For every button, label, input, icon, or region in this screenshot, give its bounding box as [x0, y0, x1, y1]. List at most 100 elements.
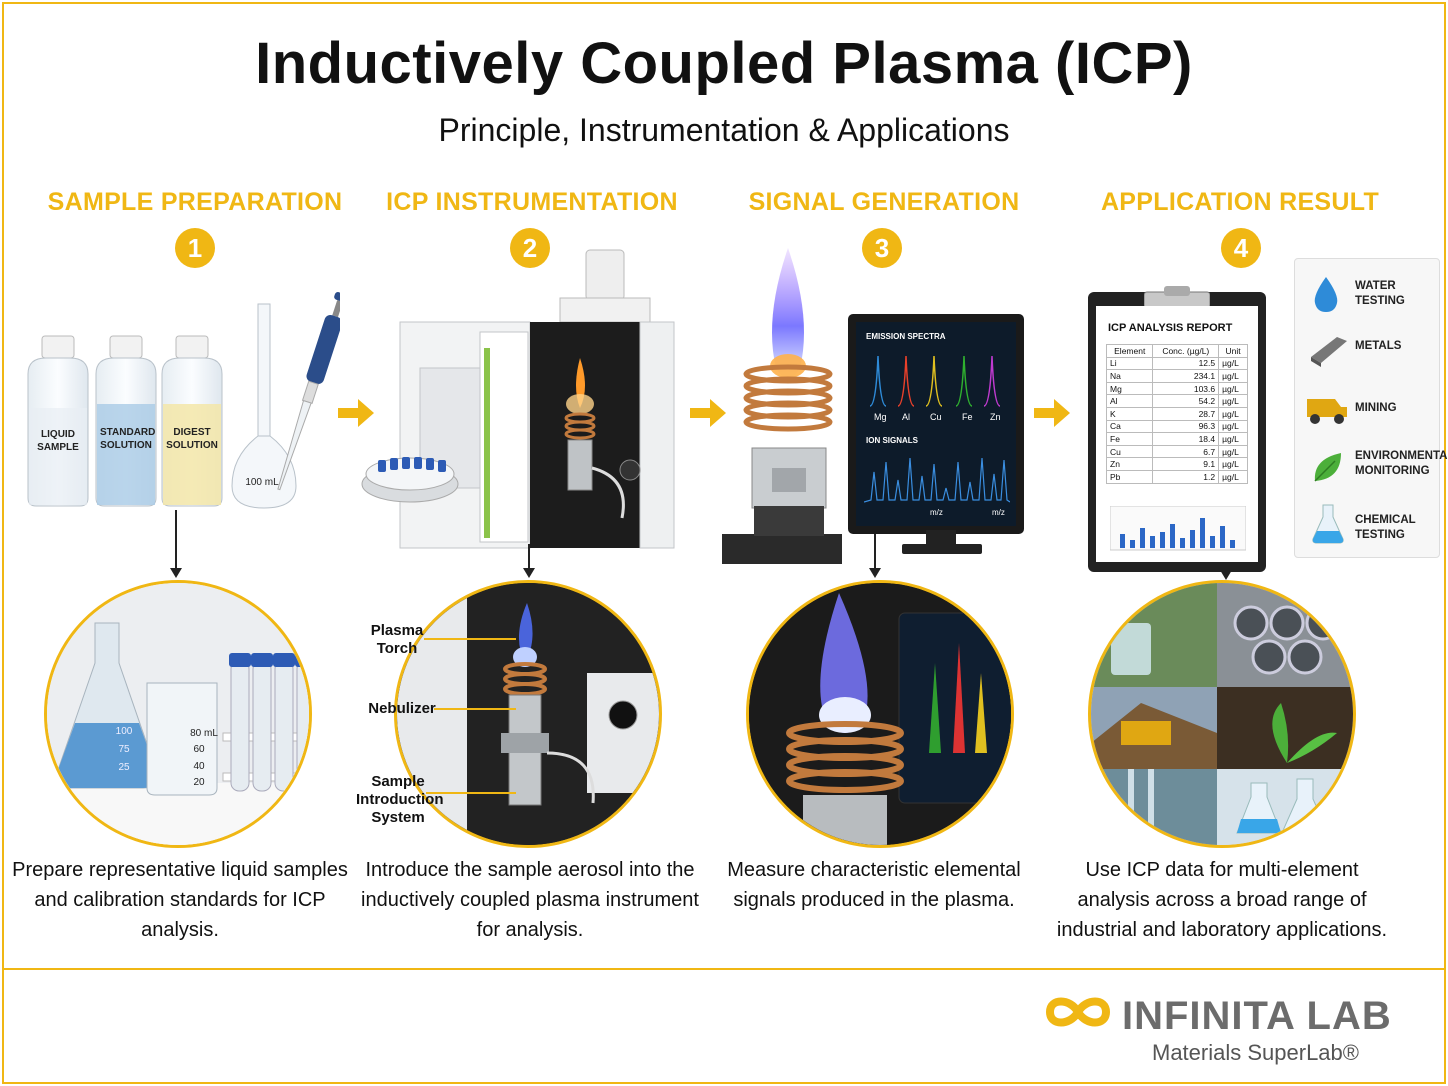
- emission-peak: [897, 355, 915, 407]
- callout-line: [434, 708, 516, 710]
- callout-sample-introduction-system: Sample Introduction System: [356, 773, 444, 826]
- application-label: ENVIRONMENTAL MONITORING: [1355, 450, 1448, 477]
- flow-arrow-icon: [1034, 399, 1070, 427]
- infinity-logo-icon: [1045, 997, 1111, 1027]
- cell: 18.4: [1152, 432, 1220, 446]
- ion-signals-plot: [864, 457, 1010, 503]
- leaf-icon: [1314, 453, 1341, 482]
- element-label: Cu: [930, 412, 942, 422]
- cell: 54.2: [1152, 394, 1220, 408]
- cell: µg/L: [1218, 394, 1248, 408]
- plasma-torch-illustration: [722, 248, 842, 564]
- cell: K: [1105, 406, 1154, 421]
- mining-truck-icon: [1307, 399, 1347, 424]
- flask-volume-label: 100 mL: [245, 477, 279, 488]
- application-environmental-monitoring: ENVIRONMENTAL MONITORING: [1303, 443, 1448, 489]
- page-title: Inductively Coupled Plasma (ICP): [255, 31, 1193, 96]
- monitor-screen: EMISSION SPECTRA Mg Al Cu Fe Zn ION SIGN…: [856, 322, 1016, 526]
- step-2-title: ICP INSTRUMENTATION: [386, 188, 678, 216]
- step-4-title: APPLICATION RESULT: [1100, 188, 1380, 216]
- water-drop-icon: [1314, 277, 1338, 312]
- bottle-label-standard-solution: STANDARD SOLUTION: [100, 427, 156, 451]
- bottle-label-liquid-sample: LIQUID SAMPLE: [37, 429, 79, 453]
- emission-spectra-label: EMISSION SPECTRA: [866, 332, 946, 341]
- callout-nebulizer: Nebulizer: [368, 700, 436, 717]
- cell: µg/L: [1218, 381, 1248, 396]
- flow-arrow-icon: [338, 399, 374, 427]
- step-1-number: 1: [175, 228, 215, 268]
- ion-signals-label: ION SIGNALS: [866, 436, 919, 445]
- arrow-down-icon: [170, 568, 182, 578]
- step-2-number: 2: [510, 228, 550, 268]
- connector-line: [175, 510, 177, 574]
- plasma-signal-circle: [746, 580, 1014, 848]
- cell: 1.2: [1152, 469, 1220, 484]
- application-label: WATER TESTING: [1355, 280, 1405, 307]
- footer-divider: [2, 968, 1446, 970]
- step-3-title: SIGNAL GENERATION: [748, 188, 1020, 216]
- element-label: Al: [902, 412, 911, 422]
- cell: Al: [1105, 394, 1154, 408]
- signal-monitor: EMISSION SPECTRA Mg Al Cu Fe Zn ION SIGN…: [848, 314, 1024, 534]
- application-label: METALS: [1355, 340, 1402, 352]
- application-label: MINING: [1355, 402, 1397, 414]
- cell: 234.1: [1152, 369, 1220, 383]
- step-2-caption: Introduce the sample aerosol into the in…: [361, 859, 699, 941]
- arrow-down-icon: [523, 568, 535, 578]
- cell: Zn: [1105, 457, 1154, 471]
- report-paper: ICP ANALYSIS REPORT Element Conc. (µg/L)…: [1096, 306, 1258, 562]
- brand-tagline: Materials SuperLab®: [1152, 1040, 1359, 1065]
- cell: Pb: [1105, 469, 1154, 484]
- arrow-down-icon: [1220, 570, 1232, 580]
- step-3-caption: Measure characteristic elemental signals…: [727, 859, 1021, 911]
- cell: Cu: [1105, 444, 1154, 459]
- brand-name: INFINITA LAB: [1122, 994, 1392, 1038]
- erlenmeyer-mark: 100: [115, 726, 133, 737]
- application-metals: METALS: [1303, 327, 1437, 373]
- flow-arrow-icon: [690, 399, 726, 427]
- cell: µg/L: [1218, 356, 1248, 371]
- steel-beam-icon: [1311, 337, 1347, 367]
- cell: µg/L: [1218, 419, 1248, 434]
- emission-peak: [869, 355, 887, 407]
- sample-bottles-illustration: [27, 292, 340, 509]
- cell: Fe: [1105, 432, 1154, 446]
- applications-collage-circle: [1088, 580, 1356, 848]
- element-label: Zn: [990, 412, 1001, 422]
- emission-peak: [925, 355, 943, 407]
- application-water-testing: WATER TESTING: [1303, 271, 1437, 317]
- erlenmeyer-mark: 25: [118, 762, 130, 773]
- emission-peak: [955, 355, 973, 407]
- cell: 9.1: [1152, 457, 1220, 471]
- beaker-mark: 80 mL: [190, 728, 218, 739]
- application-chemical-testing: CHEMICAL TESTING: [1303, 501, 1437, 547]
- report-bar-chart: [1110, 506, 1246, 551]
- axis-label: m/z: [992, 508, 1005, 517]
- cell: 103.6: [1152, 381, 1220, 396]
- beaker-mark: 60: [193, 744, 205, 755]
- application-label: CHEMICAL TESTING: [1355, 514, 1416, 541]
- callout-line: [424, 638, 516, 640]
- axis-label: m/z: [930, 508, 943, 517]
- callout-line: [426, 792, 516, 794]
- cell: Mg: [1105, 381, 1154, 396]
- element-label: Fe: [962, 412, 973, 422]
- step-4-caption: Use ICP data for multi-element analysis …: [1056, 859, 1388, 941]
- connector-line: [528, 544, 530, 574]
- emission-spectra-plot: [869, 355, 1001, 407]
- applications-panel: WATER TESTING METALS MINING ENVIRONMENTA…: [1294, 258, 1448, 558]
- element-label: Mg: [874, 412, 887, 422]
- cell: µg/L: [1218, 444, 1248, 459]
- report-col-header: Element: [1105, 344, 1154, 358]
- icp-instrument-illustration: [361, 249, 675, 549]
- cell: µg/L: [1218, 406, 1248, 421]
- lab-glassware-circle: 80 mL 60 40 20 100 75 25: [44, 580, 312, 848]
- emission-peak: [983, 355, 1001, 407]
